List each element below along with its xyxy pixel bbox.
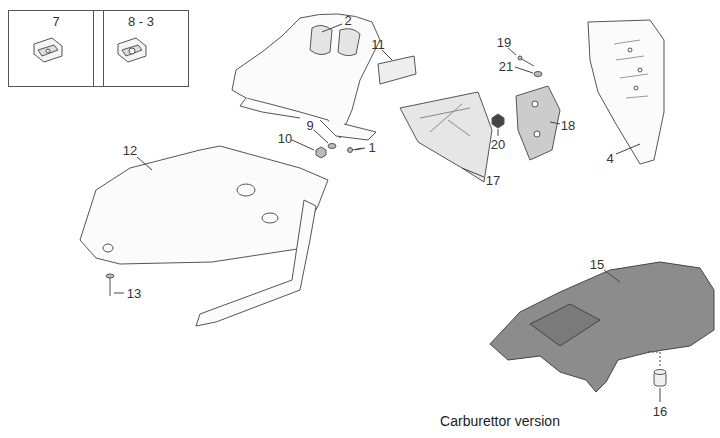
callout-number: 17: [485, 173, 501, 188]
callout-number: 10: [277, 131, 293, 146]
part-18: [516, 86, 560, 160]
callout-number: 1: [367, 140, 376, 155]
part-4: [588, 20, 664, 164]
part-12: [80, 146, 328, 326]
callout-number: 13: [126, 286, 142, 301]
part-16: [654, 370, 666, 387]
kit-box-cell: 7: [8, 10, 104, 87]
callout-number: 7: [9, 14, 103, 29]
variant-note: Carburettor version: [439, 413, 561, 429]
callout-number: 20: [490, 137, 506, 152]
clip-8: [118, 38, 146, 62]
callout-number: 11: [370, 37, 386, 52]
part-11: [378, 56, 416, 84]
callout-number: 21: [498, 59, 514, 74]
part-15: [490, 262, 714, 392]
callout-number: 12: [122, 143, 138, 158]
callout-number: 18: [560, 118, 576, 133]
callout-number: 2: [343, 13, 352, 28]
leader-lines: [114, 24, 660, 402]
kit-box-cell: 8 - 3: [93, 10, 189, 87]
callout-number: 16: [652, 404, 668, 419]
callout-number: 9: [305, 118, 314, 133]
part-2: [232, 14, 380, 140]
callout-number: 4: [605, 151, 614, 166]
part-17: [400, 92, 492, 182]
callout-number: 15: [589, 257, 605, 272]
clip-7: [34, 38, 62, 62]
callout-number: 19: [496, 35, 512, 50]
callout-number: 8 - 3: [94, 14, 188, 29]
